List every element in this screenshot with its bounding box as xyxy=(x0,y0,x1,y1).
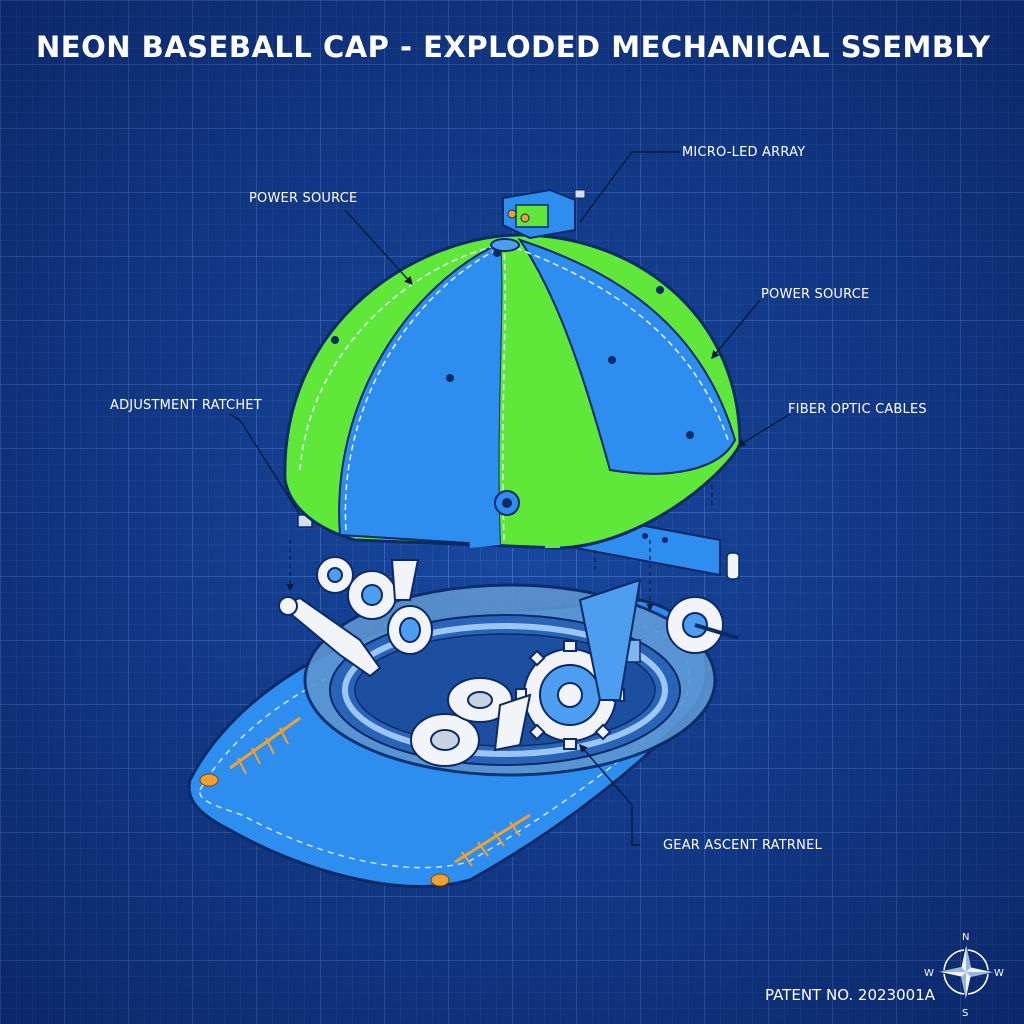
callout-leaders xyxy=(229,151,791,846)
label-power-source-right: POWER SOURCE xyxy=(761,287,870,302)
label-gear-ascent-ratchet: GEAR ASCENT RATRNEL xyxy=(663,838,822,853)
linkage-arms xyxy=(278,559,642,752)
compass-n: N xyxy=(962,932,969,943)
cap-crown xyxy=(283,233,742,550)
compass-rose: N S W W xyxy=(924,932,1004,1019)
compass-e: W xyxy=(994,968,1004,979)
label-micro-led-array: MICRO-LED ARRAY xyxy=(682,145,806,160)
label-power-source-left: POWER SOURCE xyxy=(249,191,358,206)
exploded-view-dashes xyxy=(286,485,713,612)
led-module xyxy=(502,188,586,240)
diagram-title: NEON BASEBALL CAP - EXPLODED MECHANICAL … xyxy=(36,30,991,64)
compass-w: W xyxy=(924,968,934,979)
label-adjustment-ratchet: ADJUSTMENT RATCHET xyxy=(110,398,262,413)
connector-sleeve xyxy=(726,552,740,580)
label-fiber-optic-cables: FIBER OPTIC CABLES xyxy=(788,402,927,417)
patent-number: PATENT NO. 2023001A xyxy=(765,986,935,1004)
compass-s: S xyxy=(962,1008,968,1019)
